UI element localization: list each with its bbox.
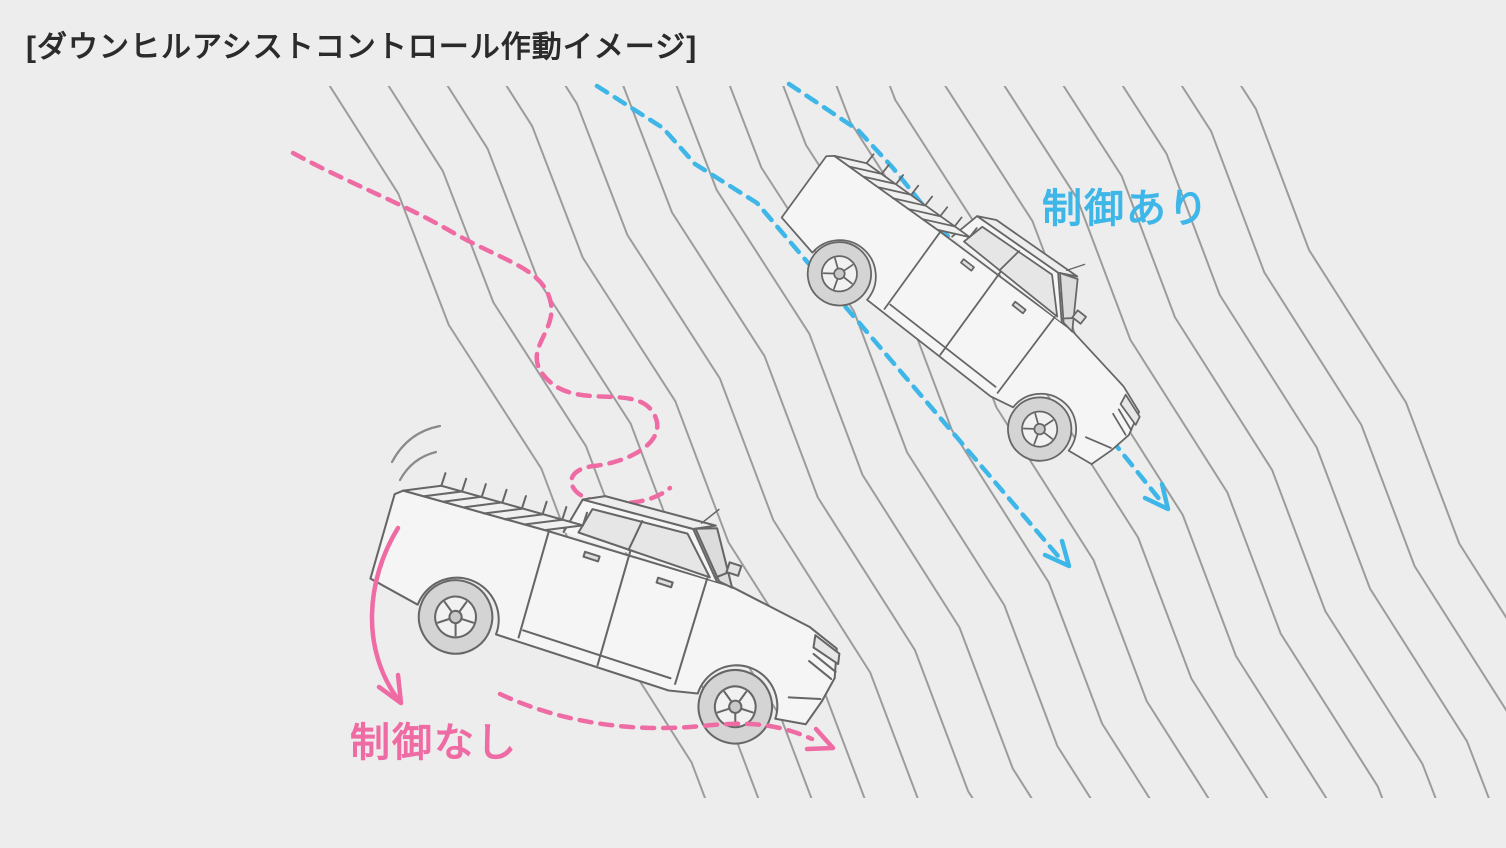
slope-line	[505, 86, 866, 798]
path-without-control	[290, 150, 673, 506]
slope-line	[944, 86, 1328, 798]
diagram-title: [ダウンヒルアシストコントロール作動イメージ]	[26, 31, 698, 64]
truck-without-control	[353, 413, 873, 769]
with-control-arrowhead-left	[1042, 538, 1072, 569]
without-control-swing-arrow	[369, 525, 403, 705]
label-with-control: 制御あり	[1042, 187, 1210, 231]
with-control-arrowhead-right	[1142, 481, 1171, 512]
slope-line	[728, 86, 1092, 798]
slope-line	[1121, 86, 1490, 798]
truck-with-control	[755, 98, 1195, 500]
slope-line	[622, 86, 974, 798]
vibration-marks	[390, 424, 442, 482]
slope-line	[1239, 86, 1506, 619]
without-control-underbody-track	[497, 691, 815, 742]
without-control-swing-arrowhead	[376, 672, 404, 706]
path-with-control	[594, 81, 1171, 569]
slope-line	[1062, 86, 1437, 798]
slope-line	[1180, 86, 1506, 712]
slope-line	[835, 86, 1210, 798]
without-control-track	[290, 150, 673, 506]
without-control-arrowhead-front	[804, 726, 836, 752]
with-control-track-left	[594, 83, 1061, 559]
path-without-control-front	[369, 525, 836, 752]
slope-line	[564, 86, 919, 798]
label-without-control: 制御なし	[350, 721, 518, 765]
slope-line	[1003, 86, 1384, 798]
slope-line	[675, 86, 1033, 798]
slope-line	[328, 86, 707, 798]
slope-line	[782, 86, 1151, 798]
